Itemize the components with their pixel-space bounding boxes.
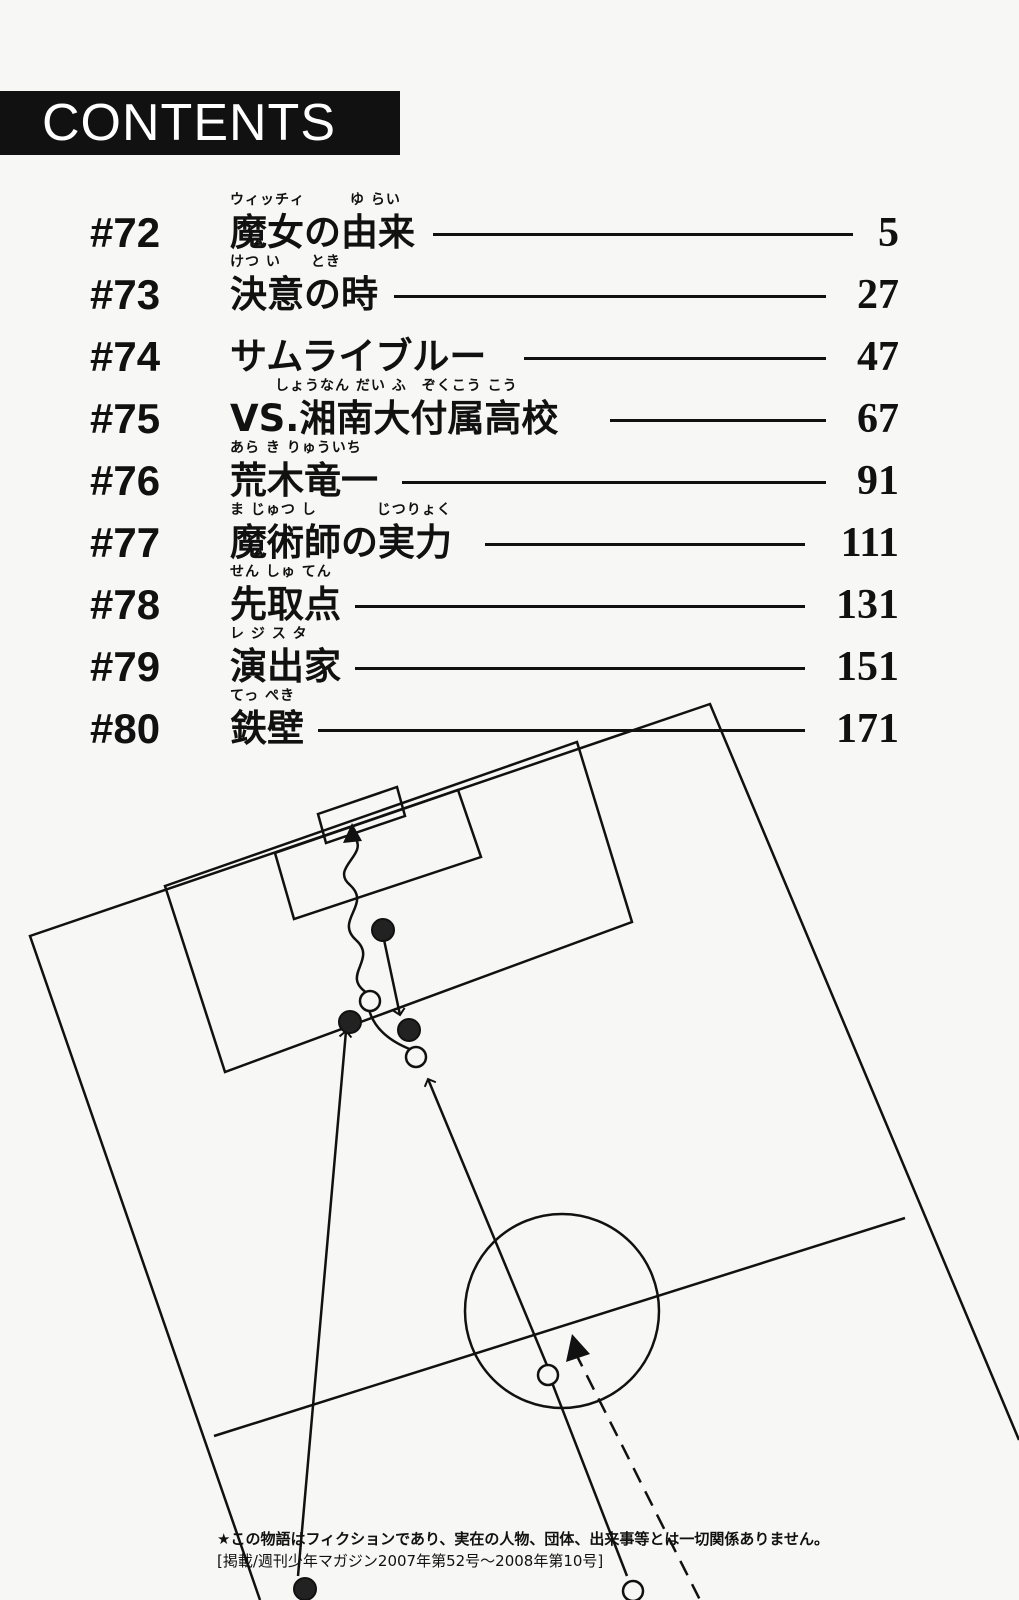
- toc-page: 111: [840, 520, 899, 566]
- dashed-ball-path: [573, 1351, 702, 1600]
- header-bar: [0, 91, 400, 155]
- toc-title: サムライブルー: [230, 335, 487, 378]
- player-open-1: [358, 989, 382, 1013]
- toc-title: 鉄壁: [230, 707, 304, 750]
- toc-page: 47: [857, 334, 899, 380]
- toc-entry-77[interactable]: ま じゅつ し じつりょく #77 魔術師の実力 111: [0, 502, 1019, 568]
- halfway-line: [213, 1216, 906, 1438]
- toc-ruby: しょうなん だい ふ ぞくこう こう: [230, 378, 518, 394]
- pass-line-left: [296, 1029, 353, 1577]
- toc-number: #73: [90, 271, 161, 318]
- goal-arrowhead: [343, 823, 362, 843]
- toc-page: 131: [836, 582, 899, 628]
- toc-page: 91: [857, 458, 899, 504]
- toc-ruby: けつ い とき: [230, 254, 341, 270]
- toc-number: #80: [90, 705, 161, 752]
- player-dark-3: [397, 1018, 421, 1042]
- table-of-contents: ウィッチィ ゆ らい #72 魔女の由来 5 けつ い とき #73 決意の時 …: [0, 0, 1019, 760]
- toc-ruby: せん しゅ てん: [230, 564, 332, 580]
- toc-page: 5: [878, 210, 899, 256]
- goal: [316, 785, 407, 845]
- toc-leader-line: [318, 729, 805, 732]
- toc-leader-line: [524, 357, 826, 360]
- toc-ruby: レ ジ ス タ: [230, 626, 308, 642]
- toc-entry-73[interactable]: けつ い とき #73 決意の時 27: [0, 254, 1019, 320]
- disclaimer-text: ★この物語はフィクションであり、実在の人物、団体、出来事等とは一切関係ありません…: [217, 1530, 829, 1548]
- toc-leader-line: [610, 419, 826, 422]
- toc-number: #77: [90, 519, 161, 566]
- toc-leader-line: [394, 295, 826, 298]
- toc-title: 演出家: [230, 645, 341, 688]
- toc-page: 67: [857, 396, 899, 442]
- toc-entry-74[interactable]: #74 サムライブルー 47: [0, 320, 1019, 382]
- toc-number: #75: [90, 395, 161, 442]
- toc-leader-line: [433, 233, 853, 236]
- player-dark-4: [293, 1577, 317, 1600]
- penalty-area: [163, 740, 634, 1074]
- toc-leader-line: [485, 543, 805, 546]
- player-dark-2: [338, 1010, 362, 1034]
- toc-number: #72: [90, 209, 161, 256]
- center-arrowhead: [566, 1334, 590, 1362]
- defender-run-line: [381, 934, 406, 1017]
- player-open-2: [404, 1045, 428, 1069]
- toc-page: 151: [836, 644, 899, 690]
- toc-ruby: ウィッチィ ゆ らい: [230, 192, 401, 208]
- publication-info: [掲載/週刊少年マガジン2007年第52号～2008年第10号]: [217, 1552, 604, 1570]
- dribble-path: [342, 837, 368, 995]
- toc-title: 決意の時: [230, 273, 378, 316]
- toc-page: 27: [857, 272, 899, 318]
- toc-page: 171: [836, 706, 899, 752]
- toc-ruby: てっ ぺき: [230, 688, 296, 704]
- toc-leader-line: [355, 605, 805, 608]
- toc-entry-76[interactable]: あら き りゅういち #76 荒木竜一 91: [0, 440, 1019, 506]
- toc-leader-line: [402, 481, 826, 484]
- player-open-3: [536, 1363, 560, 1387]
- toc-entry-72[interactable]: ウィッチィ ゆ らい #72 魔女の由来 5: [0, 192, 1019, 258]
- toc-entry-80[interactable]: てっ ぺき #80 鉄壁 171: [0, 688, 1019, 754]
- toc-entry-78[interactable]: せん しゅ てん #78 先取点 131: [0, 564, 1019, 630]
- toc-ruby: ま じゅつ し じつりょく: [230, 502, 452, 518]
- toc-entry-79[interactable]: レ ジ ス タ #79 演出家 151: [0, 626, 1019, 692]
- toc-title: VS.湘南大付属高校: [230, 397, 559, 440]
- toc-number: #79: [90, 643, 161, 690]
- run-line-center: [423, 1077, 553, 1376]
- toc-title: 魔女の由来: [230, 211, 415, 254]
- player-open-4: [621, 1579, 645, 1600]
- center-circle: [463, 1212, 661, 1410]
- toc-ruby: あら き りゅういち: [230, 440, 362, 456]
- toc-title: 魔術師の実力: [230, 521, 452, 564]
- goal-area: [273, 788, 483, 921]
- toc-number: #76: [90, 457, 161, 504]
- toc-leader-line: [355, 667, 805, 670]
- toc-number: #78: [90, 581, 161, 628]
- player-path-bottom: [549, 1379, 629, 1577]
- toc-entry-75[interactable]: しょうなん だい ふ ぞくこう こう #75 VS.湘南大付属高校 67: [0, 378, 1019, 444]
- toc-number: #74: [90, 333, 161, 380]
- player-dark-1: [371, 918, 395, 942]
- toc-title: 荒木竜一: [230, 459, 378, 502]
- page-title: CONTENTS: [42, 94, 336, 152]
- field-boundary: [28, 702, 1019, 1600]
- toc-title: 先取点: [230, 583, 341, 626]
